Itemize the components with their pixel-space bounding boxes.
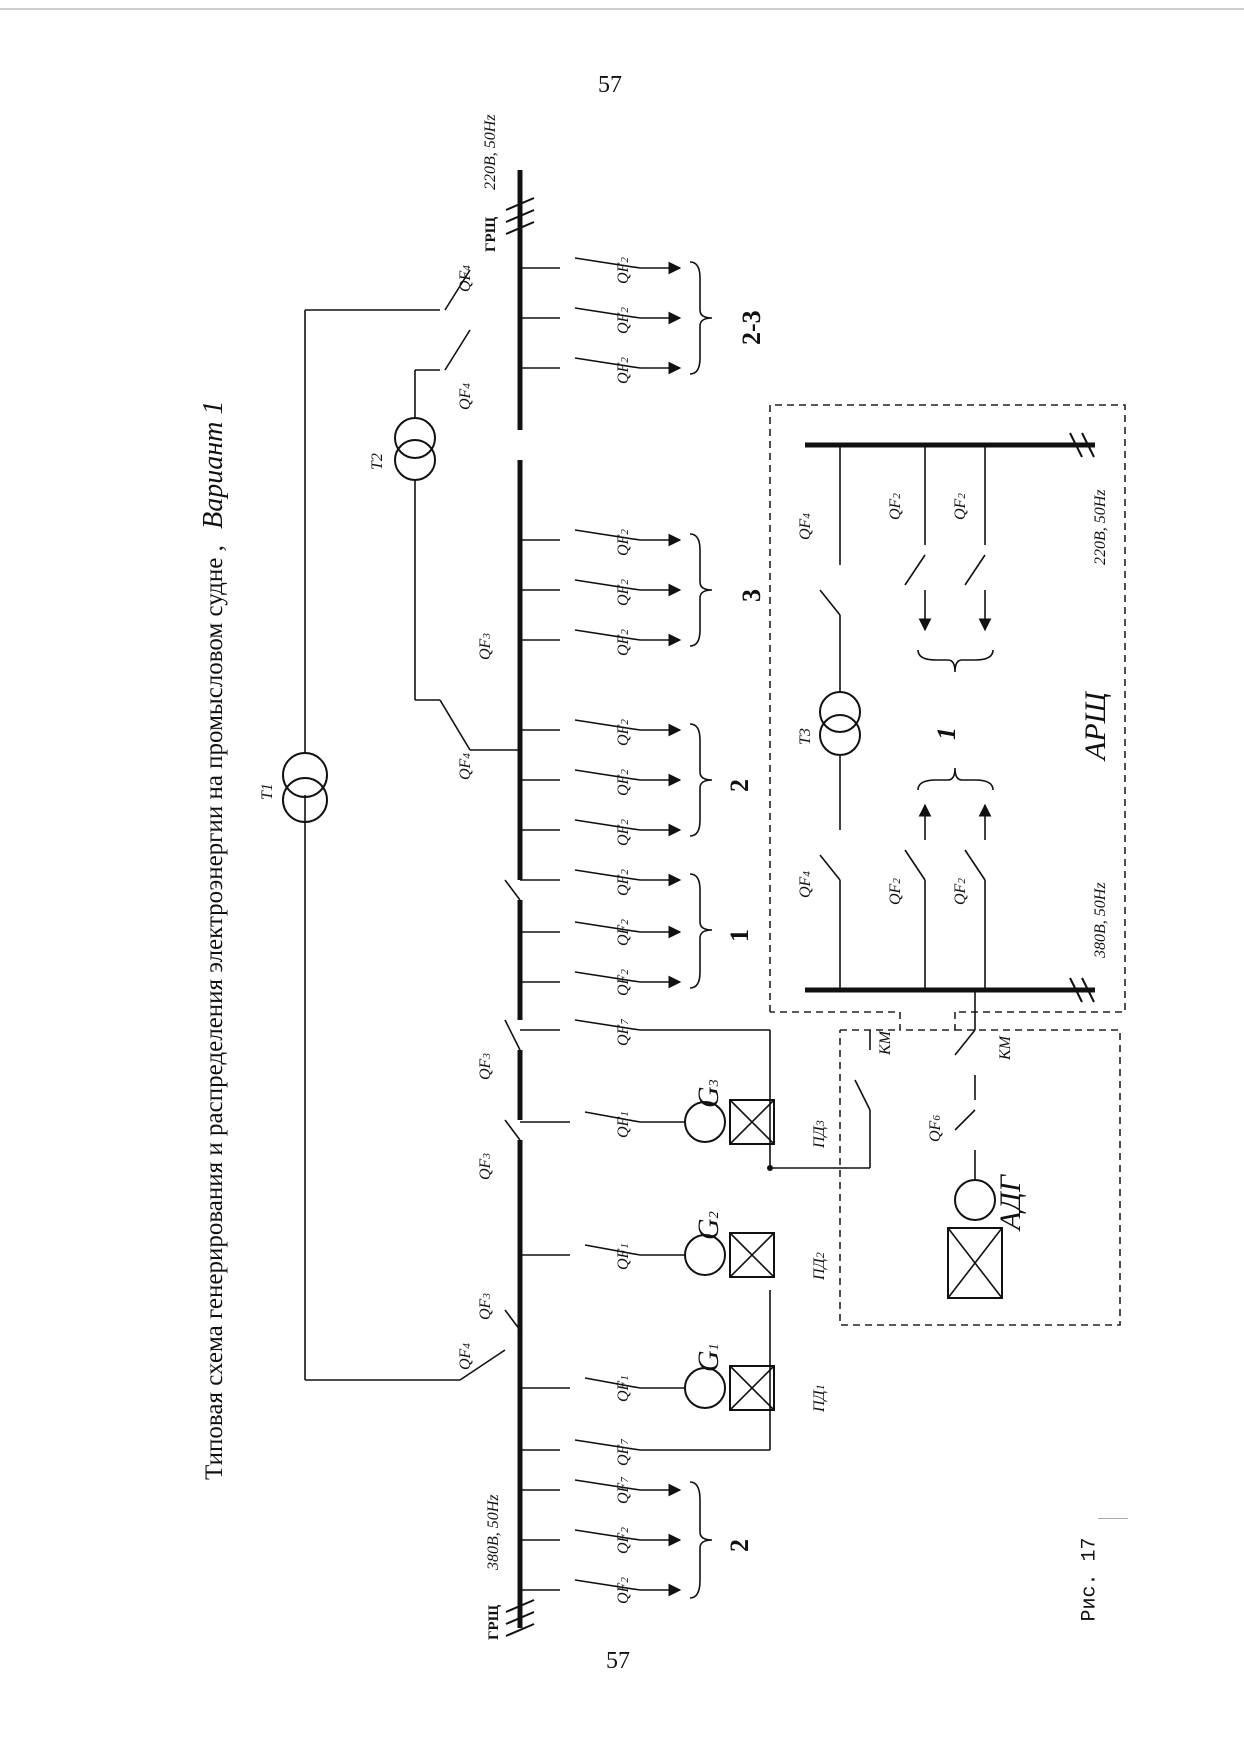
arsh-group-1-label: 1 — [932, 727, 961, 740]
svg-text:QF2: QF2 — [887, 493, 904, 520]
variant-text: Вариант 1 — [198, 401, 229, 529]
t3-label: T3 — [797, 728, 814, 745]
transformer-t1: T1 QF4 — [259, 309, 506, 1381]
svg-text:QF7: QF7 — [615, 1477, 632, 1504]
svg-text:QF2: QF2 — [615, 257, 632, 284]
group-2-left-label: 2 — [725, 1539, 754, 1552]
transformer-t2: T2 QF4 — [369, 369, 520, 780]
svg-text:QF2: QF2 — [952, 878, 969, 905]
generator-3: G3 ПД3 QF1 — [520, 1079, 828, 1149]
svg-text:ПД1: ПД1 — [811, 1384, 828, 1413]
page-number-top: 57 — [598, 72, 622, 98]
group-3-label: 3 — [737, 589, 766, 602]
voltage-220-top: 220В, 50Hz — [482, 114, 499, 190]
adg-label: АДГ — [994, 1173, 1027, 1232]
svg-text:QF4: QF4 — [797, 513, 814, 540]
arsh-internal: T3 QF4 QF4 QF2 QF2 QF2 QF2 1 — [797, 445, 994, 990]
group-2-3-label: 2-3 — [737, 310, 766, 345]
consumers-group-3: 3 QF2 QF2 QF2 — [520, 529, 766, 656]
svg-text:QF2: QF2 — [615, 579, 632, 606]
svg-text:QF4: QF4 — [457, 265, 474, 292]
bus-220-main: ГРЩ 220В, 50Hz QF4 QF4 — [444, 114, 535, 430]
svg-text:QF2: QF2 — [615, 1577, 632, 1604]
km-label-left: КМ — [877, 1029, 894, 1056]
diagram-title: Типовая схема генерирования и распределе… — [198, 401, 229, 1480]
qf7-feeders: QF7 QF7 — [520, 1019, 871, 1466]
title-text: Типовая схема генерирования и распределе… — [201, 545, 228, 1480]
svg-text:Типовая схема генерирования и: Типовая схема генерирования и распределе… — [198, 401, 229, 1480]
consumers-left-group-2: 2 QF2 QF2 QF7 — [520, 1477, 754, 1604]
consumers-group-2-3: 2-3 QF2 QF2 QF2 — [520, 257, 766, 384]
group-1-label: 1 — [725, 929, 754, 942]
t1-label: T1 — [259, 783, 276, 800]
svg-text:QF4: QF4 — [457, 753, 474, 780]
svg-text:QF4: QF4 — [457, 1343, 474, 1370]
km-label-right: КМ — [997, 1034, 1014, 1061]
svg-text:QF6: QF6 — [927, 1115, 944, 1142]
svg-text:QF2: QF2 — [615, 769, 632, 796]
main-bus-380: ГРЩ 380В, 50Hz — [485, 460, 535, 1640]
svg-text:QF2: QF2 — [615, 819, 632, 846]
generator-2: G2 ПД2 QF1 — [520, 1211, 828, 1281]
svg-text:QF7: QF7 — [615, 1019, 632, 1046]
svg-text:QF1: QF1 — [615, 1375, 632, 1402]
svg-text:ПД3: ПД3 — [811, 1120, 828, 1149]
svg-text:QF3: QF3 — [477, 1153, 494, 1180]
grsh-label-left: ГРЩ — [486, 1604, 502, 1640]
voltage-380-arsh: 380В, 50Hz — [1092, 882, 1109, 959]
svg-text:QF4: QF4 — [457, 383, 474, 410]
svg-text:G3: G3 — [692, 1079, 725, 1108]
page-number-bottom: 57 — [606, 1648, 630, 1674]
svg-text:QF7: QF7 — [615, 1439, 632, 1466]
generator-1: G1 ПД1 QF1 — [520, 1343, 828, 1413]
svg-text:ПД2: ПД2 — [811, 1252, 828, 1281]
svg-text:QF1: QF1 — [615, 1243, 632, 1270]
svg-text:QF2: QF2 — [615, 869, 632, 896]
svg-text:QF4: QF4 — [797, 871, 814, 898]
svg-text:QF2: QF2 — [952, 493, 969, 520]
arsh-label: АРЩ — [1079, 690, 1112, 762]
emergency-switchboard-box: 380В, 50Hz 220В, 50Hz АРЩ — [769, 404, 1126, 1031]
svg-text:QF2: QF2 — [615, 1527, 632, 1554]
emergency-generator: АДГ КМ КМ QF6 — [877, 990, 1027, 1299]
figure-label-separator — [1098, 1518, 1128, 1519]
group-2-label: 2 — [725, 779, 754, 792]
consumers-group-2: 2 QF2 QF2 QF2 — [520, 719, 754, 846]
voltage-380-left: 380В, 50Hz — [485, 1494, 502, 1571]
grsh-label-right: ГРЩ — [483, 216, 499, 252]
voltage-220-arsh: 220В, 50Hz — [1092, 489, 1109, 565]
svg-text:G2: G2 — [692, 1211, 725, 1240]
svg-text:QF2: QF2 — [615, 919, 632, 946]
section-breakers: QF3 QF3 QF3 QF3 — [477, 633, 521, 1331]
svg-text:QF2: QF2 — [615, 719, 632, 746]
svg-text:QF2: QF2 — [615, 529, 632, 556]
svg-text:QF2: QF2 — [615, 629, 632, 656]
svg-text:QF3: QF3 — [477, 1053, 494, 1080]
svg-text:QF2: QF2 — [615, 969, 632, 996]
svg-text:QF2: QF2 — [615, 307, 632, 334]
svg-text:G1: G1 — [692, 1343, 725, 1372]
svg-text:QF3: QF3 — [477, 1293, 494, 1320]
t2-label: T2 — [369, 453, 386, 470]
svg-text:QF2: QF2 — [887, 878, 904, 905]
svg-text:QF2: QF2 — [615, 357, 632, 384]
top-border-line — [0, 8, 1244, 10]
consumers-group-1: 1 QF2 QF2 QF2 — [520, 869, 754, 996]
svg-text:QF3: QF3 — [477, 633, 494, 660]
svg-text:QF1: QF1 — [615, 1111, 632, 1138]
adg-dashed-box — [839, 1029, 1121, 1326]
